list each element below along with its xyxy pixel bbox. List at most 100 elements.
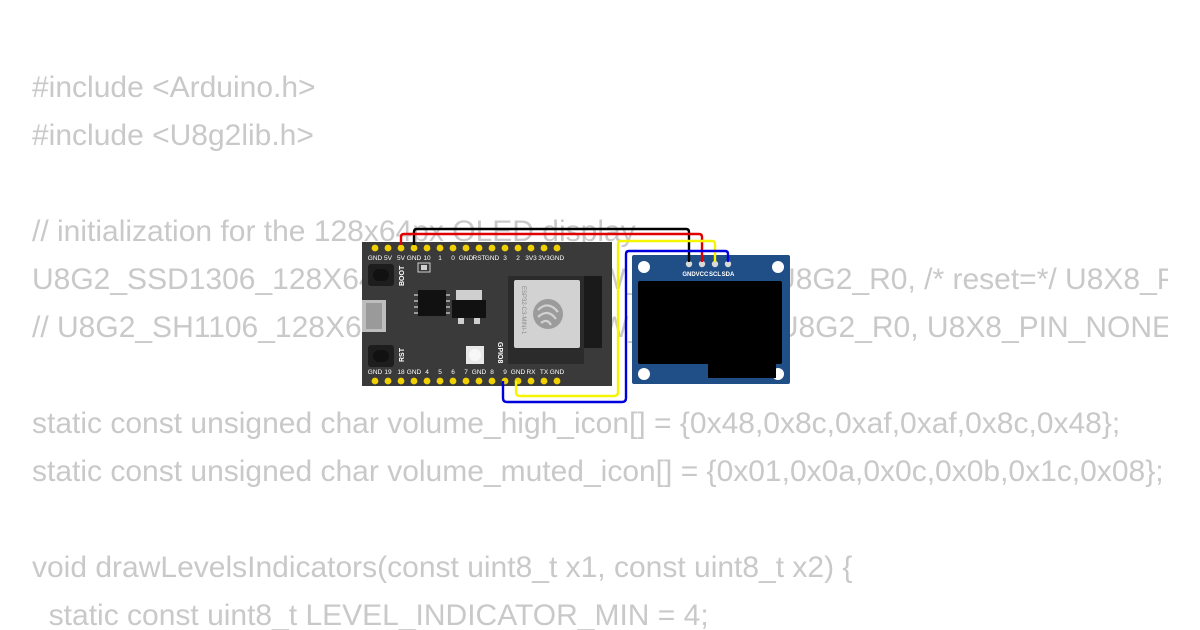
espressif-logo-icon bbox=[533, 299, 563, 329]
header-pin[interactable] bbox=[449, 377, 457, 385]
header-pin[interactable] bbox=[384, 377, 392, 385]
code-line: static const unsigned char volume_high_i… bbox=[32, 407, 1121, 440]
header-pin[interactable] bbox=[410, 244, 418, 252]
wire-vcc[interactable] bbox=[399, 232, 704, 262]
wire-sda[interactable] bbox=[501, 249, 730, 404]
pin-label: GND bbox=[485, 255, 500, 262]
pin-label: 1 bbox=[438, 255, 442, 262]
oled-pin-label: VCC bbox=[696, 272, 709, 278]
pin-label: RST bbox=[473, 255, 486, 262]
header-pin[interactable] bbox=[475, 377, 483, 385]
pin-label: 3 bbox=[503, 255, 507, 262]
usb-bridge-chip bbox=[418, 290, 446, 316]
code-line: static const uint8_t LEVEL_INDICATOR_MIN… bbox=[32, 599, 709, 630]
header-pin[interactable] bbox=[371, 377, 379, 385]
header-pin[interactable] bbox=[527, 377, 535, 385]
pin-label: GND bbox=[407, 255, 422, 262]
boot-label: BOOT bbox=[399, 265, 406, 286]
oled-mount-hole bbox=[772, 261, 784, 273]
header-pin[interactable] bbox=[449, 244, 457, 252]
gpio8-label: GPIO8 bbox=[496, 342, 503, 364]
pin-label: GND bbox=[472, 369, 487, 376]
pin-label: GND bbox=[459, 255, 474, 262]
pin-label: 0 bbox=[451, 255, 455, 262]
wires bbox=[399, 227, 730, 404]
code-line: static const unsigned char volume_muted_… bbox=[32, 455, 1164, 488]
boot-led-inner bbox=[421, 265, 427, 270]
voltage-regulator-leg bbox=[458, 318, 464, 324]
header-pin[interactable] bbox=[540, 244, 548, 252]
pin-label: 3V3 bbox=[538, 255, 550, 262]
pin-label: RX bbox=[526, 369, 536, 376]
pin-label: 19 bbox=[384, 369, 392, 376]
pin-label: 8 bbox=[490, 369, 494, 376]
pin-label: 7 bbox=[464, 369, 468, 376]
header-pin[interactable] bbox=[384, 244, 392, 252]
rst-button-cap bbox=[373, 350, 389, 362]
oled-pin[interactable] bbox=[698, 260, 706, 268]
code-line: #include <U8g2lib.h> bbox=[32, 119, 314, 152]
pin-label: TX bbox=[540, 369, 549, 376]
esp32-module-label: ESP32-C3-MINI-1 bbox=[520, 286, 526, 335]
pin-label: 2 bbox=[516, 255, 520, 262]
header-pin[interactable] bbox=[462, 377, 470, 385]
header-pin[interactable] bbox=[540, 377, 548, 385]
header-pin[interactable] bbox=[423, 377, 431, 385]
header-pin[interactable] bbox=[436, 377, 444, 385]
rst-label: RST bbox=[399, 347, 406, 362]
header-pin[interactable] bbox=[488, 377, 496, 385]
pin-label: 5 bbox=[438, 369, 442, 376]
header-pin[interactable] bbox=[436, 244, 444, 252]
oled-pin[interactable] bbox=[711, 260, 719, 268]
pin-label: 18 bbox=[397, 369, 405, 376]
pin-label: GND bbox=[407, 369, 422, 376]
pin-label: 5V bbox=[397, 255, 406, 262]
oled-pin[interactable] bbox=[724, 260, 732, 268]
code-line: U8G2_SSD1306_128X64_NONAME_F_HW_I2C u8g2… bbox=[32, 263, 1168, 296]
code-line: void drawLevelsIndicators(const uint8_t … bbox=[32, 551, 853, 584]
header-pin[interactable] bbox=[514, 244, 522, 252]
header-pin[interactable] bbox=[410, 377, 418, 385]
header-pin[interactable] bbox=[527, 244, 535, 252]
rgb-led-lens bbox=[469, 349, 481, 361]
boot-button-cap bbox=[373, 269, 389, 281]
pin-label: 4 bbox=[425, 369, 429, 376]
wire-gnd[interactable] bbox=[412, 227, 691, 262]
pin-label: 10 bbox=[423, 255, 431, 262]
header-pin[interactable] bbox=[423, 244, 431, 252]
header-pin[interactable] bbox=[553, 377, 561, 385]
oled-ribbon-cable bbox=[708, 364, 776, 378]
pin-label: 9 bbox=[503, 369, 507, 376]
pin-label: 3V3 bbox=[525, 255, 537, 262]
voltage-regulator bbox=[452, 300, 486, 318]
pin-label: GND bbox=[550, 255, 565, 262]
header-pin[interactable] bbox=[488, 244, 496, 252]
header-pin[interactable] bbox=[475, 244, 483, 252]
header-pin[interactable] bbox=[462, 244, 470, 252]
oled-mount-hole bbox=[638, 261, 650, 273]
oled-pin-label: GND bbox=[682, 272, 696, 278]
header-pin[interactable] bbox=[397, 377, 405, 385]
oled-mount-hole bbox=[638, 368, 650, 380]
boot-led bbox=[417, 262, 431, 273]
pin-label: 6 bbox=[451, 369, 455, 376]
oled-pin-label: SCL bbox=[709, 272, 721, 278]
wire-scl[interactable] bbox=[514, 239, 717, 398]
oled-screen bbox=[638, 281, 782, 364]
header-pin[interactable] bbox=[371, 244, 379, 252]
pin-label: 5V bbox=[384, 255, 393, 262]
oled-pin[interactable] bbox=[685, 260, 693, 268]
usb-c-shell bbox=[366, 303, 382, 329]
header-pin[interactable] bbox=[397, 244, 405, 252]
code-editor: #include <Arduino.h>#include <U8g2lib.h>… bbox=[32, 64, 1168, 630]
voltage-regulator-tab bbox=[456, 290, 482, 300]
voltage-regulator-leg bbox=[474, 318, 480, 324]
header-pin[interactable] bbox=[553, 244, 561, 252]
oled-pin-label: SDA bbox=[722, 272, 735, 278]
pin-label: GND bbox=[368, 369, 383, 376]
header-pin[interactable] bbox=[501, 244, 509, 252]
